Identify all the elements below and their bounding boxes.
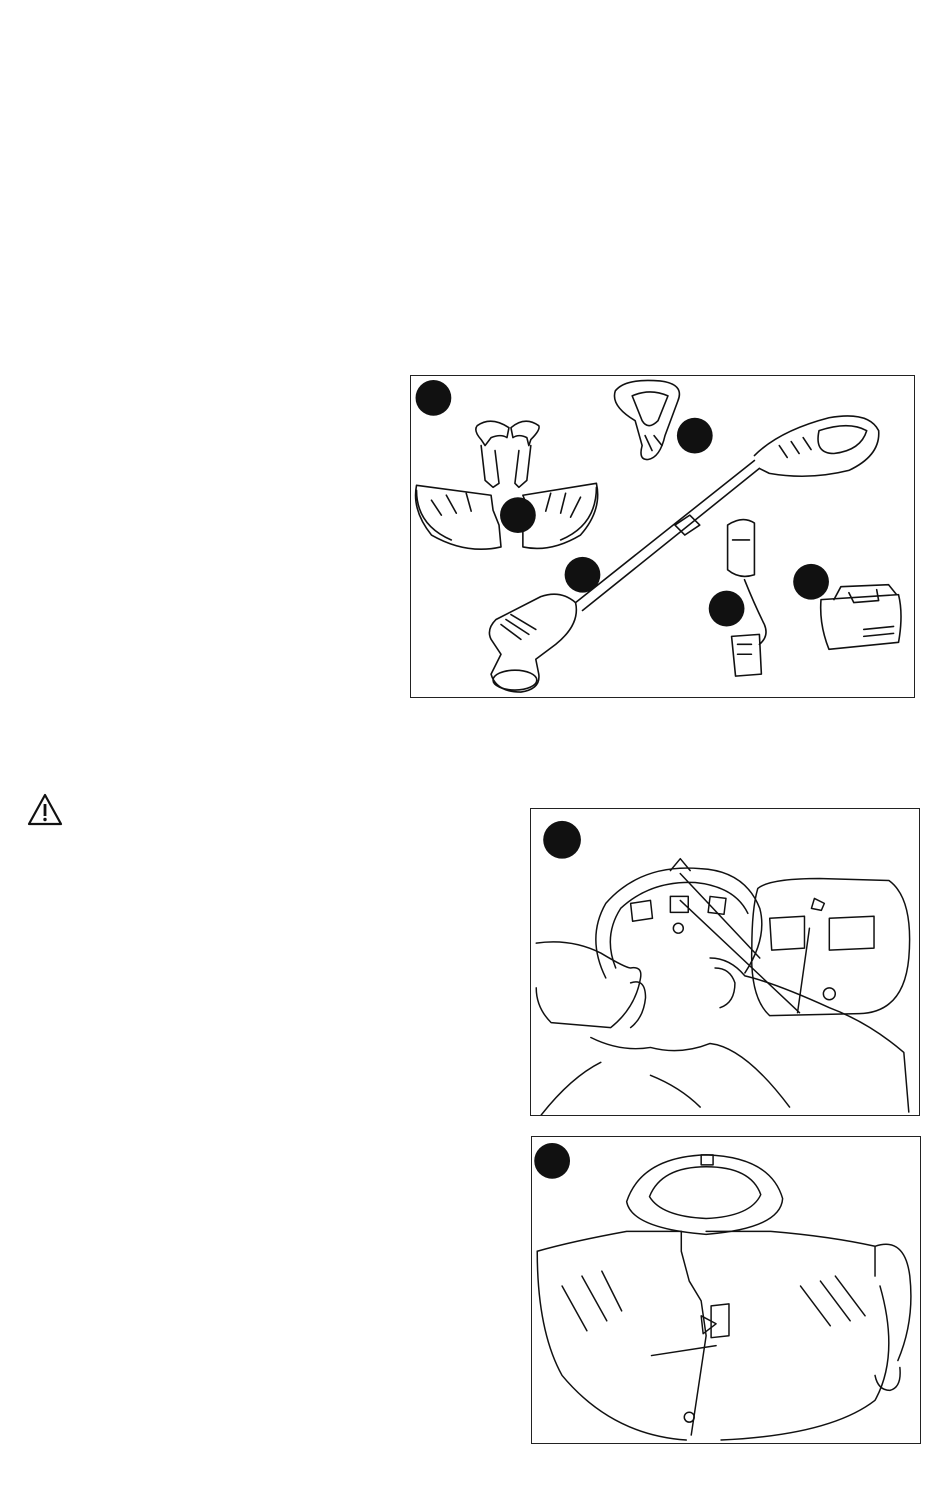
- callout-marker: [709, 591, 745, 627]
- trimmer-shaft-illustration: [489, 416, 878, 692]
- guard-latch-closeup-figure: [531, 1136, 921, 1444]
- callout-marker: [416, 380, 452, 416]
- callout-marker: [793, 564, 829, 600]
- auxiliary-handle-illustration: [614, 380, 679, 459]
- parts-overview-illustration: [411, 376, 914, 697]
- guard-halves-illustration: [416, 421, 598, 549]
- callout-marker: [534, 1143, 570, 1179]
- guard-assembly-hands-illustration: [531, 809, 919, 1115]
- battery-pack-illustration: [821, 585, 901, 650]
- warning-triangle-icon: [27, 793, 63, 827]
- guard-assembly-hands-figure: [530, 808, 920, 1116]
- callout-marker: [565, 557, 601, 593]
- parts-overview-figure: [410, 375, 915, 698]
- callout-marker: [500, 497, 536, 533]
- callout-marker: [543, 821, 581, 859]
- callout-markers: [416, 380, 829, 626]
- callout-marker: [677, 418, 713, 454]
- guard-latch-closeup-illustration: [532, 1137, 920, 1443]
